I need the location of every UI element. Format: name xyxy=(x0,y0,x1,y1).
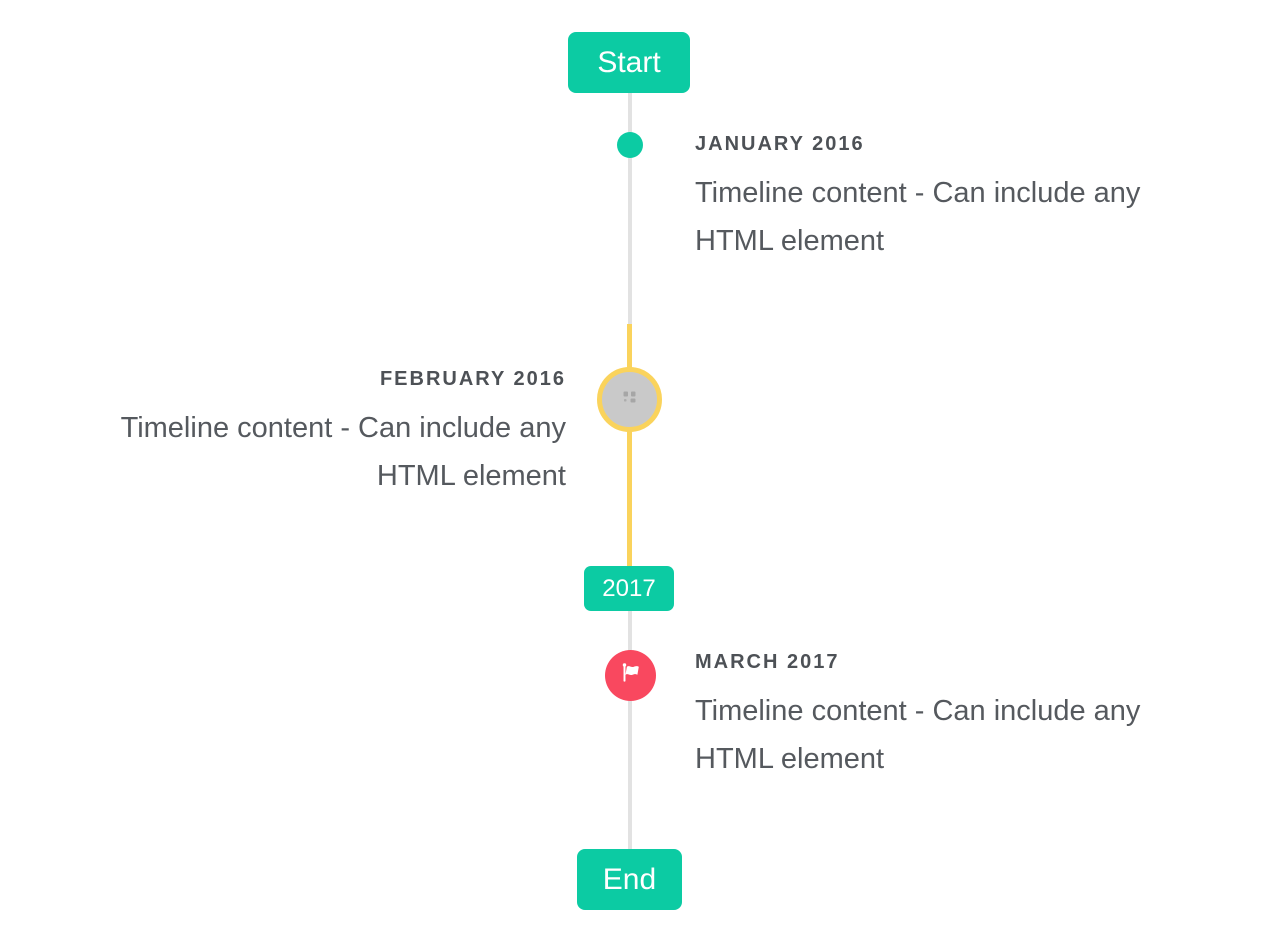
timeline-dot-marker-january xyxy=(617,132,643,158)
year-badge: 2017 xyxy=(584,566,674,611)
year-badge-label: 2017 xyxy=(602,574,656,602)
timeline-line-segment-bottom xyxy=(628,611,632,851)
broken-image-icon xyxy=(620,389,640,410)
timeline-entry-february: FEBRUARY 2016 Timeline content - Can inc… xyxy=(36,369,566,500)
timeline-flag-marker-march xyxy=(605,650,656,701)
flag-icon xyxy=(618,660,644,691)
end-badge-label: End xyxy=(602,862,657,896)
timeline-line-segment-highlighted xyxy=(627,324,632,569)
timeline-line-segment-top xyxy=(628,93,632,325)
entry-date-label: MARCH 2017 xyxy=(695,651,840,673)
end-badge: End xyxy=(577,849,682,910)
start-badge: Start xyxy=(568,32,690,93)
entry-content: Timeline content - Can include any HTML … xyxy=(120,412,566,492)
timeline-image-marker-february xyxy=(597,367,662,432)
entry-content: Timeline content - Can include any HTML … xyxy=(695,695,1141,775)
entry-content: Timeline content - Can include any HTML … xyxy=(695,177,1141,257)
entry-date-label: JANUARY 2016 xyxy=(695,133,865,155)
start-badge-label: Start xyxy=(597,45,661,79)
timeline-entry-january: JANUARY 2016 Timeline content - Can incl… xyxy=(695,134,1225,265)
timeline-entry-march: MARCH 2017 Timeline content - Can includ… xyxy=(695,652,1225,783)
entry-date-label: FEBRUARY 2016 xyxy=(379,368,566,390)
